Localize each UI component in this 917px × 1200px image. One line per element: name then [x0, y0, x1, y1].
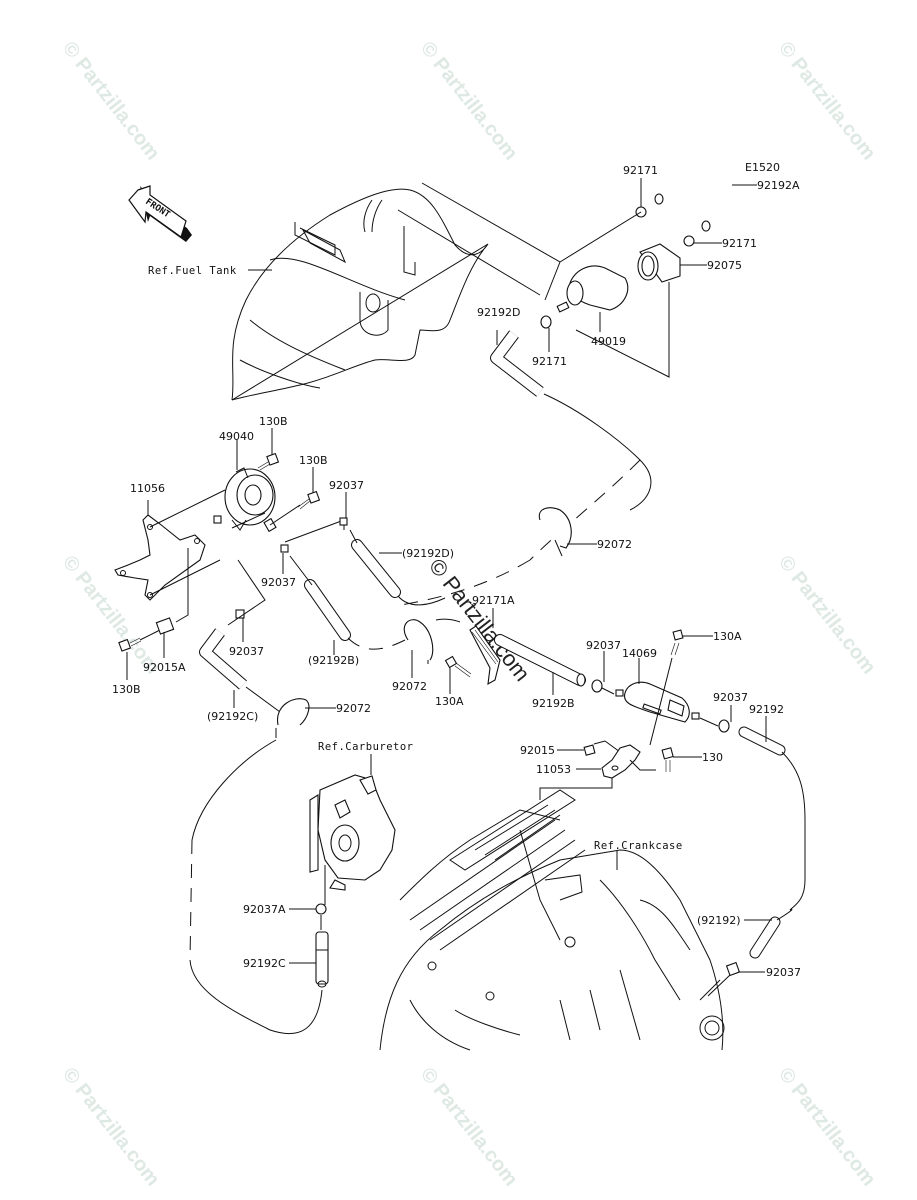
callout-c5[interactable]: 92192D [477, 306, 520, 319]
callout-c16[interactable]: 92171A [472, 594, 515, 607]
callout-c22[interactable]: 130A [435, 695, 464, 708]
callout-c24[interactable]: 92037 [586, 639, 621, 652]
callout-c19[interactable]: 92037 [229, 645, 264, 658]
callout-c7[interactable]: 49019 [591, 335, 626, 348]
callout-c32[interactable]: 130 [702, 751, 723, 764]
callout-c29[interactable]: (92192C) [207, 710, 258, 723]
clamp-92037 [227, 559, 266, 642]
hose-92192-paren [744, 909, 793, 959]
hose-92192b-paren [289, 555, 406, 655]
watermark: © Partzilla.com [58, 1064, 164, 1191]
hose-92192d [490, 330, 544, 397]
bolt-130b [118, 629, 161, 680]
fuel-filter-14069 [615, 658, 700, 723]
bracket-11053 [539, 744, 656, 800]
clamp-92037 [707, 961, 765, 997]
watermark: © Partzilla.com [774, 1064, 880, 1191]
collar-92015a [155, 617, 175, 658]
nut-92015 [557, 740, 621, 756]
watermark: © Partzilla.com [416, 1064, 522, 1191]
watermark: © Partzilla.com [416, 38, 522, 165]
clamp-92037 [591, 651, 615, 695]
callout-c30[interactable]: 92072 [336, 702, 371, 715]
crankcase [379, 789, 725, 1051]
callout-c14[interactable]: 92072 [597, 538, 632, 551]
fuel-pump-49040 [213, 440, 277, 533]
clamp-92171a [469, 608, 501, 686]
hose-92192c-paren [199, 628, 281, 713]
ref-crankcase: Ref.Crankcase [594, 840, 683, 852]
callout-c31[interactable]: 92015 [520, 744, 555, 757]
hose-92192a [654, 178, 742, 232]
watermark: © Partzilla.com [774, 38, 880, 165]
callout-c4[interactable]: 92075 [707, 259, 742, 272]
callout-c28[interactable]: 92192 [749, 703, 784, 716]
clamp-92037 [699, 705, 732, 733]
clamp-92072 [275, 698, 336, 738]
callout-c13[interactable]: (92192D) [402, 547, 454, 560]
hose-92192c [289, 931, 329, 988]
center-watermark: © Partzilla.com [424, 554, 535, 686]
watermark: © Partzilla.com [58, 38, 164, 165]
clamp-92037 [339, 492, 348, 526]
clamp-92171 [683, 235, 722, 247]
clamp-92072 [538, 507, 597, 557]
callout-c6[interactable]: 92171 [532, 355, 567, 368]
callout-c1[interactable]: 92171 [623, 164, 658, 177]
clamp-92037a [289, 903, 327, 930]
callout-c27[interactable]: 92037 [713, 691, 748, 704]
ref-fuel-tank: Ref.Fuel Tank [148, 265, 237, 277]
clamp-92171 [540, 315, 552, 352]
watermark: © Partzilla.com [774, 552, 880, 679]
callout-c25[interactable]: 14069 [622, 647, 657, 660]
front-arrow-icon: FRONT [128, 185, 192, 242]
callout-c8[interactable]: 130B [259, 415, 288, 428]
callout-c2[interactable]: 92192A [757, 179, 800, 192]
callout-c21[interactable]: 92072 [392, 680, 427, 693]
hose-92192 [738, 716, 806, 911]
callout-c34[interactable]: 92037A [243, 903, 286, 916]
callout-c20[interactable]: (92192B) [308, 654, 359, 667]
bolt-130b [269, 467, 321, 526]
ref-carburetor: Ref.Carburetor [318, 741, 414, 753]
bolt-130a [444, 655, 472, 694]
callout-c36[interactable]: (92192) [697, 914, 741, 927]
callout-c18[interactable]: 92015A [143, 661, 186, 674]
callout-c17[interactable]: 130B [112, 683, 141, 696]
clamp-92072 [403, 618, 461, 678]
callout-c11[interactable]: 11056 [130, 482, 165, 495]
fuel-tank [231, 188, 489, 401]
callout-c3[interactable]: 92171 [722, 237, 757, 250]
callout-c12[interactable]: 92037 [329, 479, 364, 492]
bolt-130a [649, 629, 713, 746]
holder-92075 [575, 243, 707, 378]
callout-c10[interactable]: 130B [299, 454, 328, 467]
carburetor [309, 754, 396, 905]
callout-c35[interactable]: 92192C [243, 957, 286, 970]
hose-92192d-paren [349, 529, 446, 606]
bracket-11056 [114, 489, 226, 623]
bolt-130b [257, 428, 280, 471]
callout-c37[interactable]: 92037 [766, 966, 801, 979]
filter-49019 [556, 265, 629, 332]
hose-92192b [494, 634, 586, 695]
callout-c15[interactable]: 92037 [261, 576, 296, 589]
callout-c26[interactable]: 130A [713, 630, 742, 643]
callout-c33[interactable]: 11053 [536, 763, 571, 776]
bolt-130 [661, 747, 702, 772]
clamp-92171 [559, 178, 647, 263]
callout-c9[interactable]: 49040 [219, 430, 254, 443]
diagram-code: E1520 [745, 161, 780, 174]
callout-c23[interactable]: 92192B [532, 697, 575, 710]
